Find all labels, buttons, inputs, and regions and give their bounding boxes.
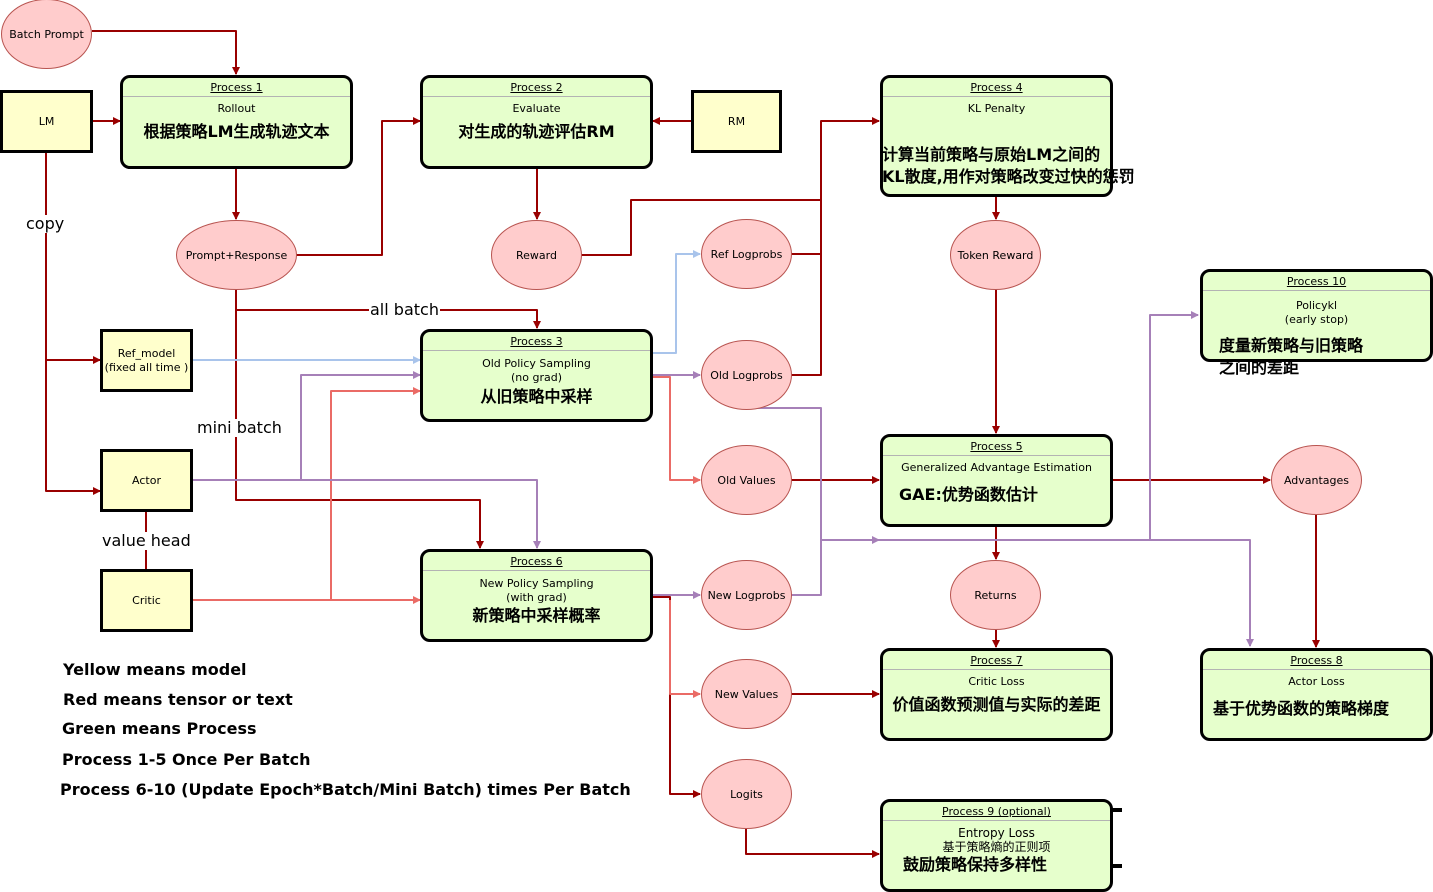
process-5-gae: Process 5 Generalized Advantage Estimati… [880, 434, 1113, 527]
edge-label-all-batch: all batch [369, 300, 440, 319]
tensor-reward: Reward [491, 220, 582, 290]
process-desc: 价值函数预测值与实际的差距 [892, 695, 1101, 714]
legend-yellow: Yellow means model [63, 660, 247, 679]
process-name: Rollout [217, 102, 256, 115]
edge-p6-newvalues [669, 600, 701, 698]
edge-batchprompt-p1 [92, 30, 240, 75]
model-critic: Critic [100, 569, 193, 632]
process-desc: GAE:优势函数估计 [899, 485, 1038, 504]
process-title: Process 3 [423, 332, 650, 351]
edge-label-value-head: value head [101, 531, 192, 550]
edge-label-mini-batch: mini batch [196, 418, 283, 437]
process-name: New Policy Sampling (with grad) [479, 577, 594, 604]
process-title: Process 9 (optional) [883, 802, 1110, 821]
process-4-desc: 计算当前策略与原始LM之间的 KL散度,用作对策略改变过快的惩罚 [882, 145, 1135, 186]
legend-process-1-5: Process 1-5 Once Per Batch [62, 750, 311, 769]
process-desc: 鼓励策略保持多样性 [903, 855, 1048, 874]
process-title: Process 1 [123, 78, 350, 97]
process-title: Process 2 [423, 78, 650, 97]
edge-p6-logits [653, 596, 701, 798]
edge-oldlogprobs-p10 [746, 311, 1199, 541]
process-name: Actor Loss [1288, 675, 1345, 688]
process-desc: 基于优势函数的策略梯度 [1213, 699, 1390, 718]
process-title: Process 4 [883, 78, 1110, 97]
process-name: Old Policy Sampling (no grad) [482, 357, 591, 384]
process-name: Critic Loss [968, 675, 1025, 688]
tensor-new-logprobs: New Logprobs [701, 560, 792, 630]
edge-actor-p6 [192, 479, 541, 549]
legend-red: Red means tensor or text [63, 690, 293, 709]
model-actor: Actor [100, 449, 193, 512]
process-name: KL Penalty [967, 102, 1026, 115]
process-name: Entropy Loss 基于策略熵的正则项 [942, 826, 1051, 854]
tensor-old-values: Old Values [701, 445, 792, 515]
tensor-ref-logprobs: Ref Logprobs [701, 219, 792, 289]
tensor-new-values: New Values [701, 659, 792, 729]
process-10-policykl: Process 10 Policykl (early stop) [1200, 269, 1433, 362]
edge-reward-p4 [581, 117, 880, 256]
process-4-kl-penalty: Process 4 KL Penalty [880, 75, 1113, 197]
process-2-evaluate: Process 2 Evaluate 对生成的轨迹评估RM [420, 75, 653, 169]
edge-newlogprobs-p5 [791, 536, 880, 596]
process-title: Process 5 [883, 437, 1110, 456]
process-title: Process 7 [883, 651, 1110, 670]
process-6-new-policy-sampling: Process 6 New Policy Sampling (with grad… [420, 549, 653, 642]
process-7-critic-loss: Process 7 Critic Loss 价值函数预测值与实际的差距 [880, 648, 1113, 741]
edge-lm-copy [45, 153, 101, 495]
tensor-prompt-response: Prompt+Response [176, 220, 297, 290]
edge-reflogprobs-p4 [791, 121, 822, 255]
process-3-old-policy-sampling: Process 3 Old Policy Sampling (no grad) … [420, 329, 653, 422]
process-8-actor-loss: Process 8 Actor Loss 基于优势函数的策略梯度 [1200, 648, 1433, 741]
tensor-batch-prompt: Batch Prompt [1, 0, 92, 69]
process-name: Evaluate [512, 102, 561, 115]
legend-process-6-10: Process 6-10 (Update Epoch*Batch/Mini Ba… [60, 780, 631, 799]
edge-logprobs-p8 [1150, 539, 1254, 647]
tensor-logits: Logits [701, 759, 792, 829]
process-title: Process 10 [1203, 272, 1430, 291]
edge-oldlogprobs-p4 [791, 121, 822, 376]
tensor-token-reward: Token Reward [950, 220, 1041, 290]
edge-promptresponse-p6 [235, 310, 484, 549]
edge-logits-p9 [745, 829, 880, 858]
edge-promptresponse-p2 [296, 117, 421, 256]
model-rm: RM [691, 90, 782, 153]
model-ref-model: Ref_model (fixed all time ) [100, 329, 193, 392]
process-1-rollout: Process 1 Rollout 根据策略LM生成轨迹文本 [120, 75, 353, 169]
edge-p3-reflogprobs [653, 250, 701, 354]
process-desc: 新策略中采样概率 [472, 606, 601, 625]
tensor-returns: Returns [950, 560, 1041, 630]
process-title: Process 6 [423, 552, 650, 571]
tensor-old-logprobs: Old Logprobs [701, 340, 792, 410]
process-10-desc: 度量新策略与旧策略 之间的差距 [1219, 336, 1364, 377]
process-name: Policykl (early stop) [1284, 299, 1349, 326]
edge-p3-oldvalues [653, 376, 701, 484]
process-desc: 根据策略LM生成轨迹文本 [143, 122, 330, 141]
process-name: Generalized Advantage Estimation [901, 461, 1092, 474]
process-title: Process 8 [1203, 651, 1430, 670]
edge-label-copy: copy [25, 214, 66, 233]
model-lm: LM [0, 90, 93, 153]
legend-green: Green means Process [62, 719, 257, 738]
tensor-advantages: Advantages [1271, 445, 1362, 515]
process-desc: 对生成的轨迹评估RM [458, 122, 615, 141]
process-9-entropy-loss: Process 9 (optional) Entropy Loss 基于策略熵的… [880, 799, 1113, 892]
process-desc: 从旧策略中采样 [480, 387, 593, 406]
